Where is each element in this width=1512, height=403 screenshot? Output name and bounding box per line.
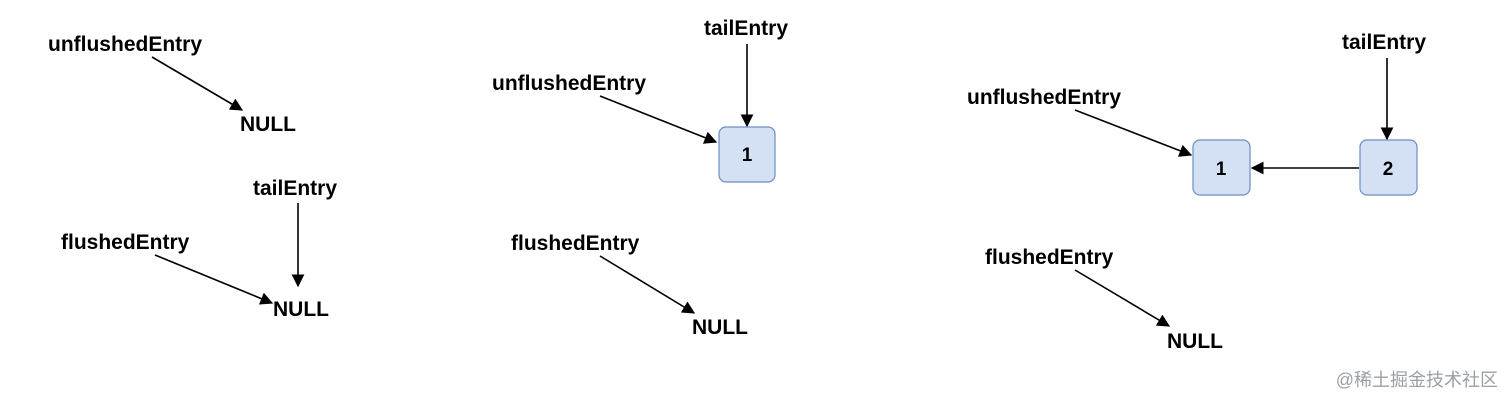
node-value: 1 [742,145,753,166]
list-node-1: 1 [718,126,776,183]
flushed-null-label: NULL [273,298,329,321]
node-value: 1 [1216,159,1227,180]
flushed-null-label: NULL [692,316,748,339]
node-box [1192,139,1251,196]
unflushed-null-label: NULL [240,113,296,136]
flushed-entry-label: flushedEntry [511,232,640,255]
unflushed-pointer-arrow [151,56,244,111]
unflushed-entry-label: unflushedEntry [48,33,202,56]
flushed-pointer-arrow [599,255,696,314]
unflushed-pointer-arrow [599,95,718,144]
list-node-2: 2 [1359,139,1418,196]
unflushed-pointer-arrow [1074,109,1193,157]
flushed-null-label: NULL [1167,330,1223,353]
tail-entry-label: tailEntry [253,177,337,200]
watermark: @稀土掘金技术社区 [1336,370,1498,390]
tail-entry-label: tailEntry [704,17,788,40]
unflushed-entry-label: unflushedEntry [967,86,1121,109]
unflushed-entry-label: unflushedEntry [492,72,646,95]
list-node-1: 1 [1192,139,1251,196]
flushed-entry-label: flushedEntry [985,246,1114,269]
node-box [718,126,776,183]
node-value: 2 [1383,159,1394,180]
flushed-pointer-arrow [154,254,274,305]
panel-3: tailEntry unflushedEntry 1 2 flushedEntr… [967,31,1426,353]
tail-entry-label: tailEntry [1342,31,1426,54]
flushed-entry-label: flushedEntry [61,231,190,254]
flushed-pointer-arrow [1074,269,1171,327]
panel-1: unflushedEntry NULL tailEntry flushedEnt… [48,33,337,321]
panel-2: tailEntry unflushedEntry 1 flushedEntry … [492,17,788,339]
node-box [1359,139,1418,196]
